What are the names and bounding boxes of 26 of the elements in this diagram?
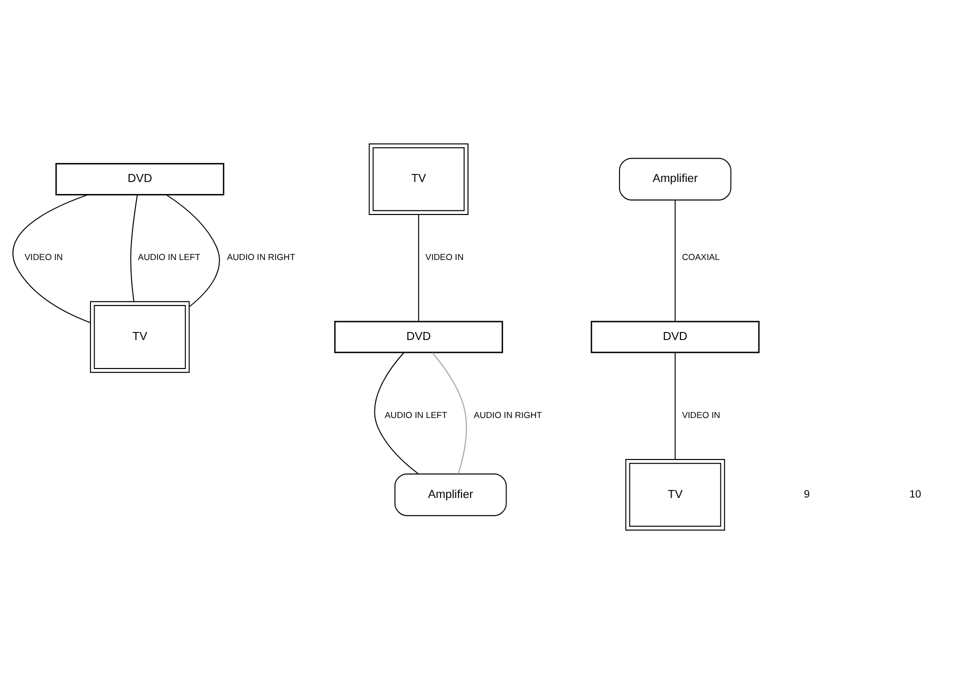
edge-label: AUDIO IN LEFT <box>138 252 200 262</box>
edge-label: AUDIO IN RIGHT <box>226 252 296 262</box>
label: 10 <box>909 488 922 501</box>
connector <box>374 352 419 474</box>
connector <box>418 214 420 322</box>
edge-label: VIDEO IN <box>682 410 720 420</box>
node-box: DVD <box>334 320 504 354</box>
connector <box>130 194 138 302</box>
connector <box>674 352 676 460</box>
edge-label: VIDEO IN <box>24 252 63 262</box>
node-box: Amplifier <box>619 158 732 200</box>
edge-label: COAXIAL <box>682 252 720 262</box>
node-box: TV <box>90 301 190 373</box>
node-box: DVD <box>55 163 224 196</box>
node-box: DVD <box>590 320 760 354</box>
edge-label: VIDEO IN <box>425 252 464 262</box>
edge-label: AUDIO IN RIGHT <box>474 410 542 420</box>
connector <box>674 200 676 322</box>
edge-label: AUDIO IN LEFT <box>384 410 448 420</box>
connector <box>12 194 91 324</box>
connector <box>432 352 467 474</box>
node-box: Amplifier <box>394 474 507 516</box>
node-box: TV <box>368 143 468 216</box>
connector <box>166 194 220 308</box>
label: 9 <box>804 488 810 501</box>
node-box: TV <box>625 458 726 531</box>
